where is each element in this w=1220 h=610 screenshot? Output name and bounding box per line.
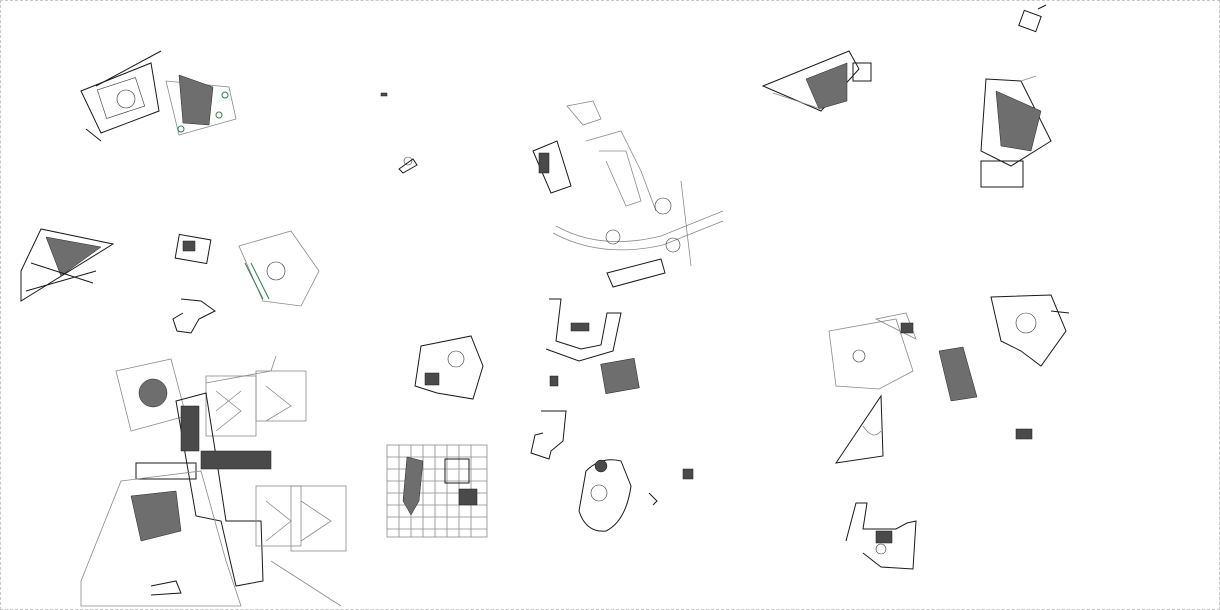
l-plan-center: [530, 410, 567, 460]
wedge-plan-left: [20, 228, 115, 302]
small-mark-a: [380, 92, 388, 97]
u-shaped-plan-center: [545, 298, 640, 395]
courtyard-plan-right: [990, 294, 1070, 367]
square-plan-left: [174, 233, 212, 265]
triangular-plan-right: [834, 394, 1033, 464]
garden-plan-left: [238, 230, 320, 307]
curved-plan-bottom: [578, 459, 694, 532]
grid-site-plan: [386, 444, 488, 538]
campus-plan-center: [532, 100, 724, 288]
grey-site-plan-right: [828, 312, 917, 390]
site-plan-top-left-a: [80, 50, 162, 142]
small-stair-plan: [1018, 4, 1047, 33]
wedge-plan-right-top: [761, 50, 872, 112]
u-plan-bottom-right: [845, 502, 917, 570]
courtyard-plan-center-left: [414, 335, 484, 400]
palace-complex: [80, 355, 347, 607]
small-plan-b: [398, 156, 418, 174]
tower-plan-right: [980, 75, 1052, 188]
corridor-plan-left: [172, 298, 216, 334]
hatched-block-right: [938, 346, 978, 402]
site-plan-top-left-b: [165, 74, 237, 136]
